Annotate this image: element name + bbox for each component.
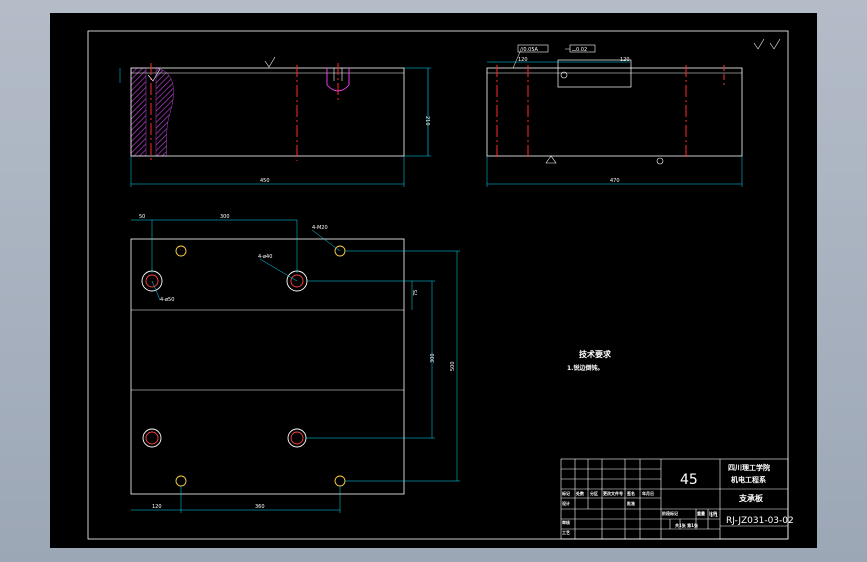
side-width-dim: 470 [610, 178, 620, 184]
tb-role: 设计 [562, 500, 570, 506]
hole-label-3: 4-ø50 [160, 297, 174, 303]
section-hatch-curve [155, 67, 174, 157]
plan-bottom-span-dim: 360 [255, 504, 265, 510]
front-view: 450 210 [119, 56, 431, 187]
tb-role: 批准 [627, 500, 635, 506]
tech-requirements: 技术要求 1.锐边倒钝。 [567, 349, 612, 372]
plan-top-left-dim: 50 [139, 214, 145, 220]
material: 45 [680, 472, 698, 488]
department-name: 机电工程系 [731, 475, 766, 484]
tb-header: 更改文件号 [603, 490, 623, 496]
plan-right-total-dim: 500 [450, 361, 456, 371]
part-name: 支承板 [738, 493, 764, 503]
drawing-sheet: 450 210 //0.05A [50, 13, 817, 548]
tb-header: 处数 [575, 490, 584, 496]
counterbore-hole-inner [290, 274, 304, 288]
section-hatch [130, 67, 147, 157]
roughness-symbol [147, 68, 161, 82]
counterbore-hole-inner [290, 431, 304, 445]
plan-view: 50 300 120 360 75 300 500 [130, 214, 460, 513]
plan-right-small-dim: 75 [413, 290, 419, 296]
tolerance-leader [512, 51, 521, 69]
roughness-circle [656, 157, 664, 165]
counterbore-hole-inner [145, 274, 159, 288]
tolerance-frame-left [517, 44, 549, 53]
tb-role: 工艺 [562, 529, 570, 535]
tolerance-frame-right [569, 44, 596, 53]
front-outline [130, 67, 405, 157]
side-dim-right: 120 [620, 57, 630, 63]
plan-top-span-dim: 300 [220, 214, 230, 220]
tolerance-frame-right-text: ⌴0.02 [572, 47, 587, 53]
hole-leader-1 [311, 229, 341, 252]
side-outline [486, 67, 743, 157]
roughness-symbol [264, 56, 276, 68]
tb-stage-header: 阶段标记 [662, 510, 678, 516]
tb-stage-header: 重量 [697, 510, 705, 516]
drawing-frame [87, 30, 789, 540]
roughness-circle-2 [560, 71, 568, 79]
hole-leader-2 [259, 258, 298, 282]
side-boss [557, 59, 632, 88]
hole-label-1: 4-M20 [312, 225, 328, 231]
tb-header: 分区 [590, 490, 598, 496]
datum-symbol [545, 155, 557, 164]
side-dim-left: 120 [518, 57, 528, 63]
roughness-symbol-corner [753, 38, 765, 50]
hole-group [141, 245, 346, 487]
hole-leader-3 [151, 280, 161, 301]
counterbore-hole-inner [145, 431, 159, 445]
title-block-frame [560, 458, 789, 540]
tech-req-item-1: 1.锐边倒钝。 [567, 364, 603, 372]
tb-header: 签名 [626, 490, 635, 496]
tech-req-title: 技术要求 [579, 349, 612, 359]
plan-right-mid-dim: 300 [430, 353, 436, 363]
title-block [560, 458, 789, 540]
counterbore-hole [142, 428, 162, 448]
school-name: 四川理工学院 [728, 463, 770, 472]
threaded-hole [334, 475, 346, 487]
threaded-hole [175, 475, 187, 487]
tb-stage-header: 比例 [709, 510, 717, 516]
plan-bottom-left-dim: 120 [152, 504, 162, 510]
front-width-dim: 450 [260, 178, 270, 184]
plan-outline [130, 238, 405, 495]
scale-value: 1:1 [710, 513, 718, 519]
threaded-hole [175, 245, 187, 257]
tb-header: 标记 [561, 490, 570, 496]
roughness-symbol-corner-2 [769, 38, 781, 50]
tolerance-frame-left-text: //0.05A [520, 47, 539, 53]
side-view: //0.05A ⌴0.02 120 120 470 [486, 38, 781, 187]
front-height-dim: 210 [424, 116, 430, 126]
title-block-text: 45 四川理工学院 机电工程系 支承板 RJ-JZ031-03-02 1:1 共… [561, 463, 794, 535]
drawing-number: RJ-JZ031-03-02 [726, 516, 794, 526]
sheet-info: 共1张 第1张 [675, 522, 699, 528]
drawing-canvas[interactable]: 450 210 //0.05A [50, 13, 817, 548]
hole-label-2: 4-ø40 [258, 254, 272, 260]
tb-role: 审核 [562, 519, 570, 525]
tb-header: 年月日 [642, 490, 654, 496]
